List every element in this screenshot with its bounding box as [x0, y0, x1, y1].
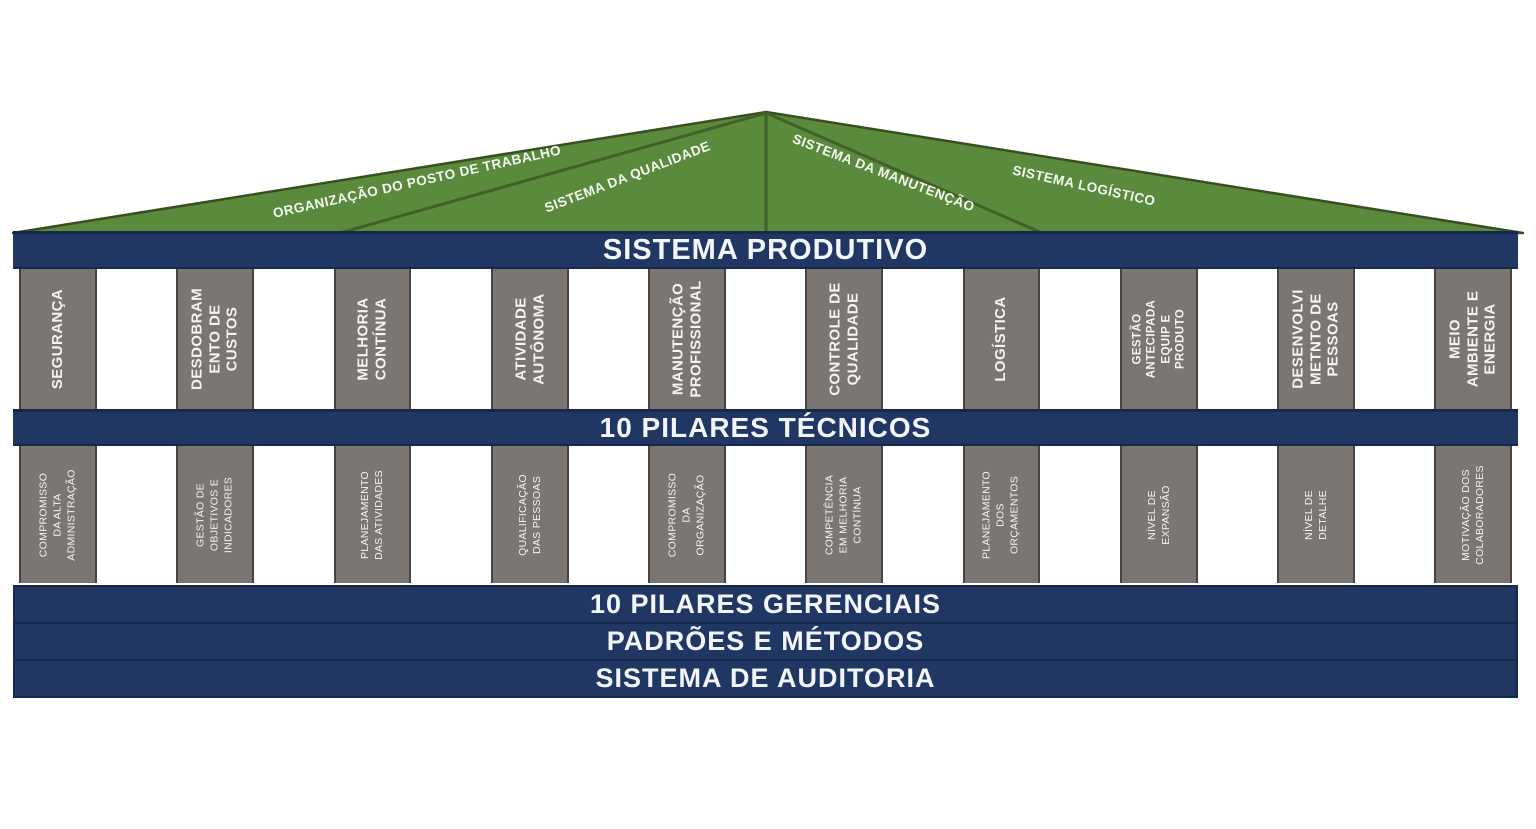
- management-pillar: PLANEJAMENTO DAS ATIVIDADES: [333, 446, 412, 583]
- band-sistema-produtivo: SISTEMA PRODUTIVO: [13, 231, 1518, 269]
- technical-pillar: GESTÃO ANTECIPADA EQUIP E PRODUTO: [1119, 269, 1198, 409]
- technical-pillar-label: ATIVIDADE AUTÔNOMA: [511, 293, 547, 385]
- base-block: 10 PILARES GERENCIAIS PADRÕES E MÉTODOS …: [13, 585, 1518, 698]
- technical-pillar-label: MANUTENÇÃO PROFISSIONAL: [669, 280, 704, 398]
- band-10-pilares-tecnicos-label: 10 PILARES TÉCNICOS: [599, 412, 932, 443]
- band-sistema-de-auditoria-label: SISTEMA DE AUDITORIA: [595, 663, 936, 693]
- management-pillar: NÍVEL DE EXPANSÃO: [1119, 446, 1198, 583]
- management-pillar-label: COMPROMISSO DA ORGANIZAÇÃO: [666, 472, 707, 557]
- management-pillar: COMPETÊNCIA EM MELHORIA CONTÍNUA: [805, 446, 884, 583]
- technical-pillar-label: MEIO AMBIENTE E ENERGIA: [1446, 290, 1499, 388]
- pillar-gap: [1197, 446, 1277, 583]
- pillar-gap: [883, 446, 963, 583]
- technical-pillar: MEIO AMBIENTE E ENERGIA: [1434, 269, 1513, 409]
- management-pillar-label: MOTIVAÇÃO DOS COLABORADORES: [1459, 464, 1487, 565]
- pillar-gap: [725, 446, 806, 583]
- management-pillar-label: COMPETÊNCIA EM MELHORIA CONTÍNUA: [823, 474, 865, 555]
- management-pillar: QUALIFICAÇÃO DAS PESSOAS: [490, 446, 569, 583]
- pillar-gap: [725, 269, 806, 409]
- management-pillar-label: NÍVEL DE DETALHE: [1302, 489, 1329, 540]
- technical-pillar-label: MELHORIA CONTÍNUA: [354, 297, 390, 381]
- band-padroes-e-metodos: PADRÕES E MÉTODOS: [15, 622, 1516, 659]
- pillar-gap: [254, 446, 334, 583]
- technical-pillar-label: CONTROLE DE QUALIDADE: [826, 282, 862, 396]
- management-pillar: GESTÃO DE OBJETIVOS E INDICADORES: [176, 446, 255, 583]
- band-10-pilares-tecnicos: 10 PILARES TÉCNICOS: [13, 409, 1518, 446]
- management-pillar-row: COMPROMISSO DA ALTA ADMINISTRAÇÃO GESTÃO …: [13, 446, 1518, 583]
- technical-pillar: LOGÍSTICA: [962, 269, 1041, 409]
- technical-pillar: MELHORIA CONTÍNUA: [333, 269, 412, 409]
- technical-pillar-row: SEGURANÇA DESDOBRAM ENTO DE CUSTOS MELHORI…: [13, 269, 1518, 409]
- pillar-gap: [411, 446, 491, 583]
- management-pillar: PLANEJAMENTO DOS ORÇAMENTOS: [962, 446, 1041, 583]
- band-sistema-produtivo-label: SISTEMA PRODUTIVO: [602, 234, 929, 266]
- band-padroes-e-metodos-label: PADRÕES E MÉTODOS: [606, 626, 925, 656]
- management-pillar: MOTIVAÇÃO DOS COLABORADORES: [1434, 446, 1513, 583]
- technical-pillar: DESENVOLVI METNTO DE PESSOAS: [1277, 269, 1355, 409]
- technical-pillar: DESDOBRAM ENTO DE CUSTOS: [176, 269, 255, 409]
- technical-pillar-label: DESENVOLVI METNTO DE PESSOAS: [1289, 289, 1342, 389]
- pillar-gap: [1197, 269, 1277, 409]
- management-pillar-label: PLANEJAMENTO DOS ORÇAMENTOS: [981, 470, 1022, 559]
- technical-pillar: ATIVIDADE AUTÔNOMA: [490, 269, 569, 409]
- technical-pillar: MANUTENÇÃO PROFISSIONAL: [648, 269, 726, 409]
- management-pillar: COMPROMISSO DA ALTA ADMINISTRAÇÃO: [19, 446, 97, 583]
- management-pillar-label: QUALIFICAÇÃO DAS PESSOAS: [516, 473, 543, 556]
- management-pillar-label: COMPROMISSO DA ALTA ADMINISTRAÇÃO: [37, 468, 78, 561]
- technical-pillar-label: LOGÍSTICA: [992, 296, 1010, 382]
- management-pillar: COMPROMISSO DA ORGANIZAÇÃO: [648, 446, 726, 583]
- pillar-gap: [1354, 446, 1435, 583]
- management-pillar-label: NÍVEL DE EXPANSÃO: [1145, 484, 1172, 545]
- technical-pillar: CONTROLE DE QUALIDADE: [805, 269, 884, 409]
- roof-divider-right: [765, 111, 1043, 235]
- band-10-pilares-gerenciais: 10 PILARES GERENCIAIS: [15, 587, 1516, 622]
- pillar-gap: [96, 269, 177, 409]
- pillar-gap: [568, 446, 648, 583]
- technical-pillar-label: DESDOBRAM ENTO DE CUSTOS: [188, 288, 241, 390]
- pillar-gap: [96, 446, 177, 583]
- pillar-gap: [254, 269, 334, 409]
- band-sistema-de-auditoria: SISTEMA DE AUDITORIA: [15, 659, 1516, 696]
- pillar-gap: [883, 269, 963, 409]
- pillar-gap: [1040, 269, 1120, 409]
- pillar-gap: [411, 269, 491, 409]
- management-pillar-label: GESTÃO DE OBJETIVOS E INDICADORES: [194, 476, 236, 553]
- management-pillar-label: PLANEJAMENTO DAS ATIVIDADES: [359, 469, 386, 560]
- roof: ORGANIZAÇÃO DO POSTO DE TRABALHO SISTEMA…: [11, 110, 1525, 235]
- technical-pillar: SEGURANÇA: [19, 269, 97, 409]
- technical-pillar-label: SEGURANÇA: [49, 288, 67, 390]
- management-pillar: NÍVEL DE DETALHE: [1277, 446, 1355, 583]
- pillar-gap: [1040, 446, 1120, 583]
- pillar-gap: [568, 269, 648, 409]
- roof-shape: [11, 110, 1525, 235]
- technical-pillar-label: GESTÃO ANTECIPADA EQUIP E PRODUTO: [1130, 299, 1187, 379]
- roof-divider-left: [339, 111, 767, 235]
- band-10-pilares-gerenciais-label: 10 PILARES GERENCIAIS: [589, 589, 942, 619]
- pillar-gap: [1354, 269, 1435, 409]
